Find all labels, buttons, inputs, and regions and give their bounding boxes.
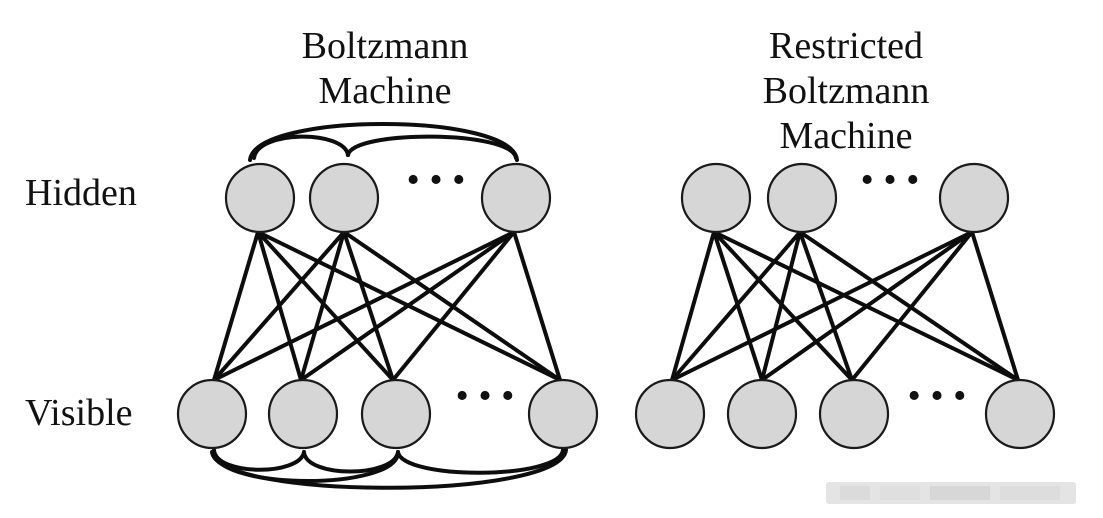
bm-edge [299, 230, 516, 382]
bm-edge [299, 230, 346, 382]
rbm-edge [970, 230, 1020, 382]
rbm-hidden-ellipsis: • • • [861, 159, 920, 201]
bm-edge [256, 230, 395, 382]
visible-row-label: Visible [25, 392, 133, 434]
rbm-edge [670, 230, 716, 382]
rbm-edge [670, 230, 974, 382]
rbm-visible-node [726, 378, 798, 450]
watermark-blur [826, 482, 1076, 504]
rbm-hidden-node [766, 162, 838, 234]
rbm-visible-node [634, 378, 706, 450]
bm-visible-arc [396, 448, 565, 475]
bm-edges [212, 230, 562, 382]
bm-edge [512, 230, 562, 382]
rbm-edge [850, 230, 974, 382]
bm-visible-node [267, 378, 339, 450]
rbm-visible-ellipsis: • • • [908, 375, 967, 417]
rbm-graph: • • • • • • [634, 159, 1056, 450]
rbm-visible-node [818, 378, 890, 450]
rbm-edge [760, 230, 802, 382]
bm-hidden-node [480, 162, 552, 234]
rbm-title-line2: Boltzmann [763, 70, 930, 112]
bm-edge [212, 230, 346, 382]
rbm-edges [670, 230, 1020, 382]
bm-visible-node [360, 378, 432, 450]
bm-visible-ellipsis: • • • [456, 375, 515, 417]
rbm-visible-node [984, 378, 1056, 450]
bm-hidden-node [224, 162, 296, 234]
bm-edge [212, 230, 516, 382]
rbm-title-line1: Restricted [769, 25, 923, 67]
rbm-edge [760, 230, 974, 382]
bm-edge [391, 230, 516, 382]
bm-hidden-arc [346, 134, 518, 160]
bm-graph: • • • • • • [176, 122, 599, 490]
bm-hidden-arc [248, 122, 519, 162]
hidden-row-label: Hidden [25, 172, 137, 214]
rbm-title-line3: Machine [780, 115, 913, 157]
rbm-hidden-node [680, 162, 752, 234]
rbm-edge [798, 230, 1020, 382]
bm-title-line1: Boltzmann [302, 25, 469, 67]
bm-edge [212, 230, 260, 382]
bm-visible-arc [212, 452, 400, 483]
rbm-edge [670, 230, 802, 382]
bm-hidden-node [308, 162, 380, 234]
rbm-hidden-node [938, 162, 1010, 234]
bm-hidden-arc [252, 134, 350, 160]
bm-hidden-ellipsis: • • • [407, 159, 466, 201]
bm-visible-node [176, 378, 248, 450]
bm-title-line2: Machine [319, 70, 452, 112]
bm-visible-node [527, 378, 599, 450]
